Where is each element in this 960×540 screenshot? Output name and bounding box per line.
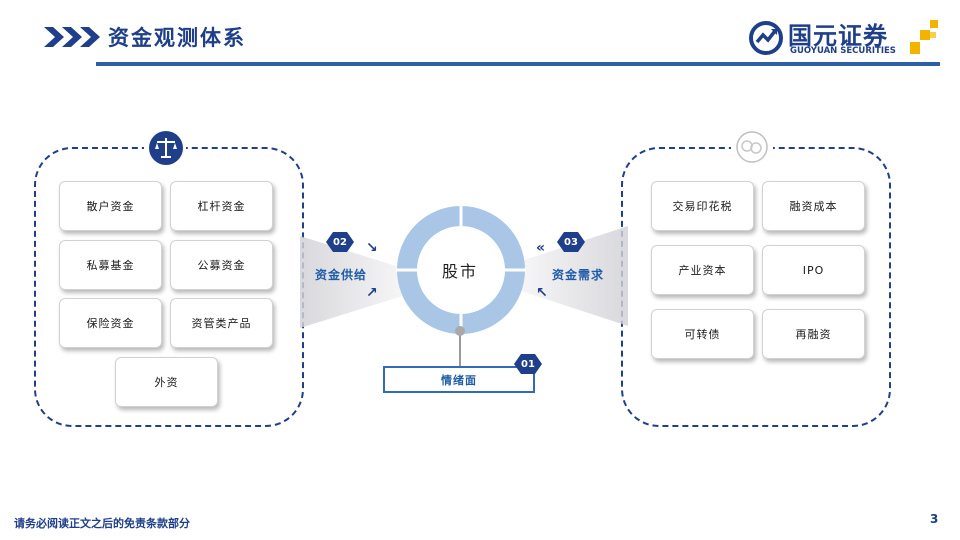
demand-item: 产业资本 bbox=[651, 245, 754, 295]
market-center-label: 股市 bbox=[441, 262, 478, 281]
chevron-right-icon bbox=[62, 27, 82, 47]
logo-text-cn: 国元证券 bbox=[788, 22, 888, 50]
demand-number-badge: 03 bbox=[557, 232, 585, 252]
demand-item: IPO bbox=[762, 245, 865, 295]
supply-item: 保险资金 bbox=[59, 298, 162, 348]
supply-item: 杠杆资金 bbox=[170, 181, 273, 231]
supply-item: 私募基金 bbox=[59, 240, 162, 290]
demand-item: 可转债 bbox=[651, 309, 754, 359]
balance-scale-icon bbox=[149, 131, 183, 165]
sentiment-connector bbox=[459, 330, 461, 366]
arrow-down-right-icon: ↘ bbox=[366, 240, 378, 256]
connector-dot bbox=[455, 326, 465, 336]
supply-item: 外资 bbox=[115, 357, 218, 407]
supply-item: 散户资金 bbox=[59, 181, 162, 231]
sentiment-number-badge: 01 bbox=[514, 354, 542, 374]
chevron-right-icon bbox=[44, 27, 64, 47]
supply-label: 资金供给 bbox=[315, 268, 368, 282]
arrow-up-right-icon: ↗ bbox=[366, 285, 378, 301]
company-logo-icon bbox=[749, 21, 783, 55]
brand-mark-icon bbox=[910, 20, 938, 54]
demand-item: 融资成本 bbox=[762, 181, 865, 231]
logo-text-en: GUOYUAN SECURITIES bbox=[790, 46, 896, 56]
header-divider bbox=[96, 62, 940, 66]
demand-label: 资金需求 bbox=[552, 268, 605, 282]
chevron-right-icon bbox=[80, 27, 100, 47]
page-title: 资金观测体系 bbox=[108, 25, 246, 50]
demand-item: 再融资 bbox=[762, 309, 865, 359]
supply-number-badge: 02 bbox=[326, 232, 354, 252]
money-flow-icon bbox=[736, 131, 768, 163]
sentiment-box: 情绪面 bbox=[383, 366, 535, 393]
supply-item: 公募资金 bbox=[170, 240, 273, 290]
arrow-down-left-icon: « bbox=[536, 240, 546, 256]
arrow-up-left-icon: ↖ bbox=[536, 285, 548, 301]
demand-item: 交易印花税 bbox=[651, 181, 754, 231]
supply-item: 资管类产品 bbox=[170, 298, 273, 348]
footer-disclaimer: 请务必阅读正文之后的免责条款部分 bbox=[14, 517, 190, 530]
page-number: 3 bbox=[930, 512, 939, 526]
